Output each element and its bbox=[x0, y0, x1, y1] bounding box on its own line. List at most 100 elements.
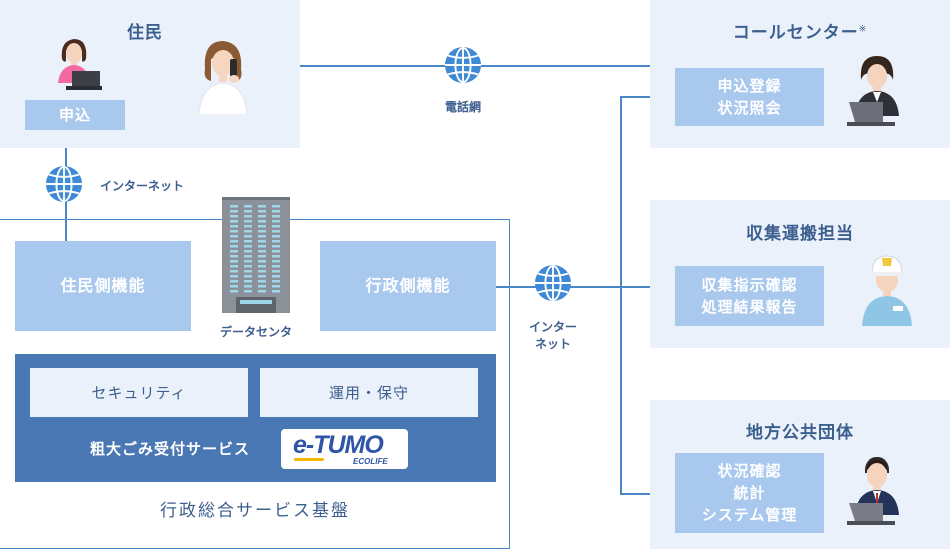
etumo-logo-accent bbox=[294, 458, 324, 461]
building-window bbox=[230, 210, 238, 213]
building-window bbox=[244, 255, 252, 258]
building-window bbox=[230, 215, 238, 218]
building-window bbox=[244, 270, 252, 273]
building-window bbox=[230, 290, 238, 293]
building-window bbox=[244, 240, 252, 243]
security-box: セキュリティ bbox=[30, 368, 248, 417]
building-window bbox=[258, 285, 266, 288]
building-window bbox=[244, 205, 252, 208]
building-window bbox=[258, 225, 266, 228]
building-window bbox=[230, 285, 238, 288]
building-window bbox=[244, 290, 252, 293]
building-window bbox=[258, 270, 266, 273]
building-window bbox=[230, 260, 238, 263]
localgov-title: 地方公共団体 bbox=[746, 423, 854, 443]
building-window bbox=[230, 225, 238, 228]
etumo-logo: e-TUMO ECOLIFE bbox=[281, 429, 408, 469]
building-window bbox=[244, 260, 252, 263]
building-window bbox=[244, 215, 252, 218]
operator-woman-icon bbox=[847, 56, 899, 126]
internet-globe-icon bbox=[45, 165, 83, 203]
building-window bbox=[272, 210, 280, 213]
etumo-logo-sub: ECOLIFE bbox=[353, 457, 388, 466]
building-window bbox=[244, 245, 252, 248]
collection-button[interactable]: 収集指示確認 処理結果報告 bbox=[675, 266, 824, 326]
callcenter-button-line2: 状況照会 bbox=[717, 99, 782, 117]
building-window bbox=[244, 285, 252, 288]
building-window bbox=[244, 250, 252, 253]
callcenter-note-mark: ※ bbox=[858, 24, 868, 35]
building-window bbox=[272, 220, 280, 223]
building-window bbox=[230, 275, 238, 278]
internet-right-label-line1: インター bbox=[528, 320, 577, 334]
building-window bbox=[258, 240, 266, 243]
building-window bbox=[230, 250, 238, 253]
building-window bbox=[258, 245, 266, 248]
building-window bbox=[258, 250, 266, 253]
operator-man-icon bbox=[847, 457, 899, 525]
building-window bbox=[244, 280, 252, 283]
callcenter-branch-line bbox=[620, 96, 675, 98]
localgov-button-line2: 統計 bbox=[733, 484, 766, 502]
resident-function-box: 住民側機能 bbox=[15, 241, 191, 331]
collection-branch-line bbox=[620, 286, 675, 288]
building-window bbox=[244, 220, 252, 223]
collection-button-line2: 処理結果報告 bbox=[701, 298, 798, 316]
resident-title: 住民 bbox=[127, 23, 163, 43]
internet-right-label-line2: ネット bbox=[534, 337, 571, 351]
building-window bbox=[272, 240, 280, 243]
building-window bbox=[258, 210, 266, 213]
building-window bbox=[272, 205, 280, 208]
building-window bbox=[258, 220, 266, 223]
internet-right-label: インター ネット bbox=[523, 319, 583, 353]
admin-function-box: 行政側機能 bbox=[320, 241, 496, 331]
building-window bbox=[230, 205, 238, 208]
localgov-button-line3: システム管理 bbox=[701, 506, 798, 524]
callcenter-title-text: コールセンター bbox=[732, 23, 859, 43]
building-window bbox=[272, 225, 280, 228]
apply-button[interactable]: 申込 bbox=[25, 100, 125, 130]
building-window bbox=[258, 255, 266, 258]
building-window bbox=[230, 240, 238, 243]
building-window bbox=[272, 270, 280, 273]
building-window bbox=[272, 260, 280, 263]
building-window bbox=[258, 205, 266, 208]
localgov-branch-line bbox=[620, 493, 675, 495]
woman-laptop-icon bbox=[58, 39, 102, 90]
callcenter-title: コールセンター※ bbox=[690, 18, 910, 43]
building-window bbox=[244, 210, 252, 213]
building-window bbox=[230, 235, 238, 238]
callcenter-button[interactable]: 申込登録 状況照会 bbox=[675, 68, 824, 126]
collection-button-line1: 収集指示確認 bbox=[701, 276, 798, 294]
building-window bbox=[272, 250, 280, 253]
building-window bbox=[258, 280, 266, 283]
building-window bbox=[258, 235, 266, 238]
datacenter-label: データセンタ bbox=[219, 325, 292, 339]
localgov-button[interactable]: 状況確認 統計 システム管理 bbox=[675, 453, 824, 533]
building-window bbox=[258, 290, 266, 293]
building-window bbox=[230, 220, 238, 223]
building-window bbox=[272, 255, 280, 258]
datacenter-building-icon bbox=[222, 197, 290, 313]
building-window bbox=[258, 265, 266, 268]
internet-right-globe-icon bbox=[534, 264, 572, 302]
building-window bbox=[230, 230, 238, 233]
building-window bbox=[272, 230, 280, 233]
building-window bbox=[272, 290, 280, 293]
base-title: 行政総合サービス基盤 bbox=[160, 501, 350, 521]
building-window bbox=[230, 245, 238, 248]
building-window bbox=[272, 245, 280, 248]
worker-helmet-icon bbox=[862, 255, 912, 326]
building-window bbox=[272, 265, 280, 268]
building-window bbox=[230, 255, 238, 258]
operation-box: 運用・保守 bbox=[260, 368, 478, 417]
building-window bbox=[244, 265, 252, 268]
building-window bbox=[230, 270, 238, 273]
building-window bbox=[230, 265, 238, 268]
localgov-button-line1: 状況確認 bbox=[717, 462, 782, 480]
phone-network-label: 電話網 bbox=[444, 100, 481, 114]
building-window bbox=[272, 285, 280, 288]
building-window bbox=[272, 215, 280, 218]
woman-phone-icon bbox=[198, 41, 248, 115]
building-window bbox=[258, 215, 266, 218]
